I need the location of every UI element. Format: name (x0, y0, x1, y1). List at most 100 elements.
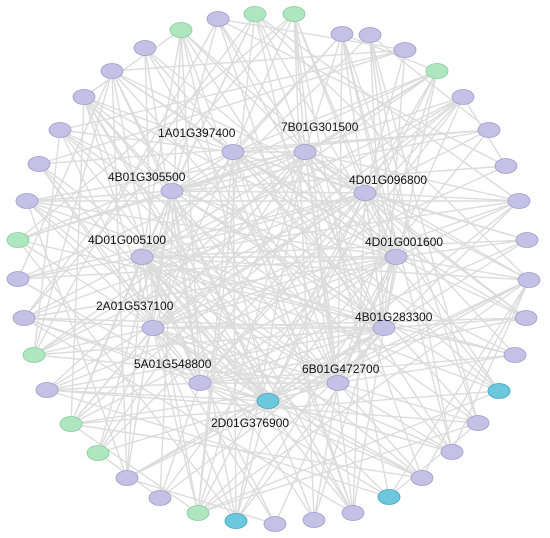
network-edge (197, 200, 520, 514)
network-edge (70, 423, 199, 514)
network-edge (17, 256, 397, 280)
ring-node[interactable] (243, 6, 267, 22)
ring-node[interactable] (148, 490, 172, 506)
ring-node[interactable] (22, 347, 46, 363)
network-edge (33, 70, 438, 356)
ring-node[interactable] (358, 27, 382, 43)
ring-node[interactable] (515, 232, 539, 248)
hub-node-5a01g548800[interactable] (188, 375, 212, 391)
network-edge (17, 192, 366, 280)
network-edge (197, 13, 256, 514)
ring-node[interactable] (503, 347, 527, 363)
ring-node[interactable] (72, 89, 96, 105)
network-edge (70, 423, 423, 479)
network-edge (171, 190, 385, 329)
network-edge (254, 13, 306, 153)
network-edge (341, 33, 479, 424)
network-edge (197, 192, 366, 514)
network-edge (33, 327, 385, 356)
hub-node-4d01g005100[interactable] (130, 249, 154, 265)
hub-node-4d01g001600[interactable] (384, 249, 408, 265)
ring-node[interactable] (477, 122, 501, 138)
hub-node-2d01g376900[interactable] (256, 393, 280, 409)
ring-node[interactable] (302, 512, 326, 528)
hub-node-7b01g301500[interactable] (293, 144, 317, 160)
network-edge (369, 34, 385, 329)
network-edge (152, 327, 199, 514)
network-edge (46, 192, 366, 391)
network-edge (70, 354, 516, 425)
ring-node[interactable] (133, 40, 157, 56)
ring-node[interactable] (494, 158, 518, 174)
ring-node[interactable] (186, 505, 210, 521)
network-edge (26, 190, 173, 202)
hub-node-4d01g096800[interactable] (353, 185, 377, 201)
ring-node[interactable] (86, 445, 110, 461)
ring-node[interactable] (6, 271, 30, 287)
ring-node[interactable] (206, 11, 230, 27)
ring-node[interactable] (425, 63, 449, 79)
network-edge (23, 317, 269, 402)
network-edge (17, 70, 113, 280)
ring-node[interactable] (12, 310, 36, 326)
ring-node[interactable] (393, 42, 417, 58)
network-edge (304, 151, 500, 392)
hub-node-4b01g283300[interactable] (372, 320, 396, 336)
network-edge (159, 327, 385, 499)
ring-node[interactable] (514, 310, 538, 326)
network-edge (364, 192, 520, 202)
ring-node[interactable] (282, 6, 306, 22)
ring-node[interactable] (59, 416, 83, 432)
ring-node[interactable] (330, 26, 354, 42)
ring-node[interactable] (100, 63, 124, 79)
node-label-2a01g537100: 2A01G537100 (96, 299, 174, 313)
network-edge (152, 327, 201, 384)
network-edge (23, 317, 354, 514)
network-edge (59, 49, 406, 131)
hub-node-6b01g472700[interactable] (326, 375, 350, 391)
network-edge (17, 151, 306, 280)
ring-node[interactable] (115, 470, 139, 486)
ring-node[interactable] (27, 156, 51, 172)
hub-node-4b01g305500[interactable] (160, 183, 184, 199)
network-edge (341, 33, 453, 453)
network-edge (70, 256, 143, 425)
ring-node[interactable] (263, 516, 287, 532)
ring-node[interactable] (224, 513, 248, 529)
node-label-4b01g283300: 4B01G283300 (355, 310, 433, 324)
network-edge (293, 13, 390, 498)
network-edge (83, 96, 354, 514)
ring-node[interactable] (377, 489, 401, 505)
network-edge (33, 192, 366, 356)
network-edge (83, 29, 182, 98)
network-edge (267, 239, 528, 402)
network-edge (111, 49, 406, 72)
network-edge (232, 70, 438, 153)
hub-node-2a01g537100[interactable] (141, 320, 165, 336)
ring-node[interactable] (466, 415, 490, 431)
network-edge (70, 96, 464, 425)
ring-node[interactable] (410, 470, 434, 486)
node-label-2d01g376900: 2D01G376900 (211, 416, 289, 430)
node-label-1a01g397400: 1A01G397400 (158, 126, 236, 140)
ring-node[interactable] (487, 383, 511, 399)
node-label-5a01g548800: 5A01G548800 (134, 357, 212, 371)
network-edge (83, 96, 385, 329)
ring-node[interactable] (48, 122, 72, 138)
network-edge (23, 256, 143, 319)
network-edge (111, 70, 199, 514)
ring-node[interactable] (35, 382, 59, 398)
ring-node[interactable] (169, 22, 193, 38)
network-edge (171, 190, 354, 514)
hub-node-1a01g397400[interactable] (221, 144, 245, 160)
network-edge (23, 13, 256, 319)
network-edge (97, 151, 306, 454)
ring-node[interactable] (507, 193, 531, 209)
ring-node[interactable] (440, 444, 464, 460)
ring-node[interactable] (451, 89, 475, 105)
network-edge (159, 96, 464, 499)
ring-node[interactable] (6, 232, 30, 248)
ring-node[interactable] (15, 193, 39, 209)
ring-node[interactable] (517, 272, 541, 288)
ring-node[interactable] (341, 505, 365, 521)
